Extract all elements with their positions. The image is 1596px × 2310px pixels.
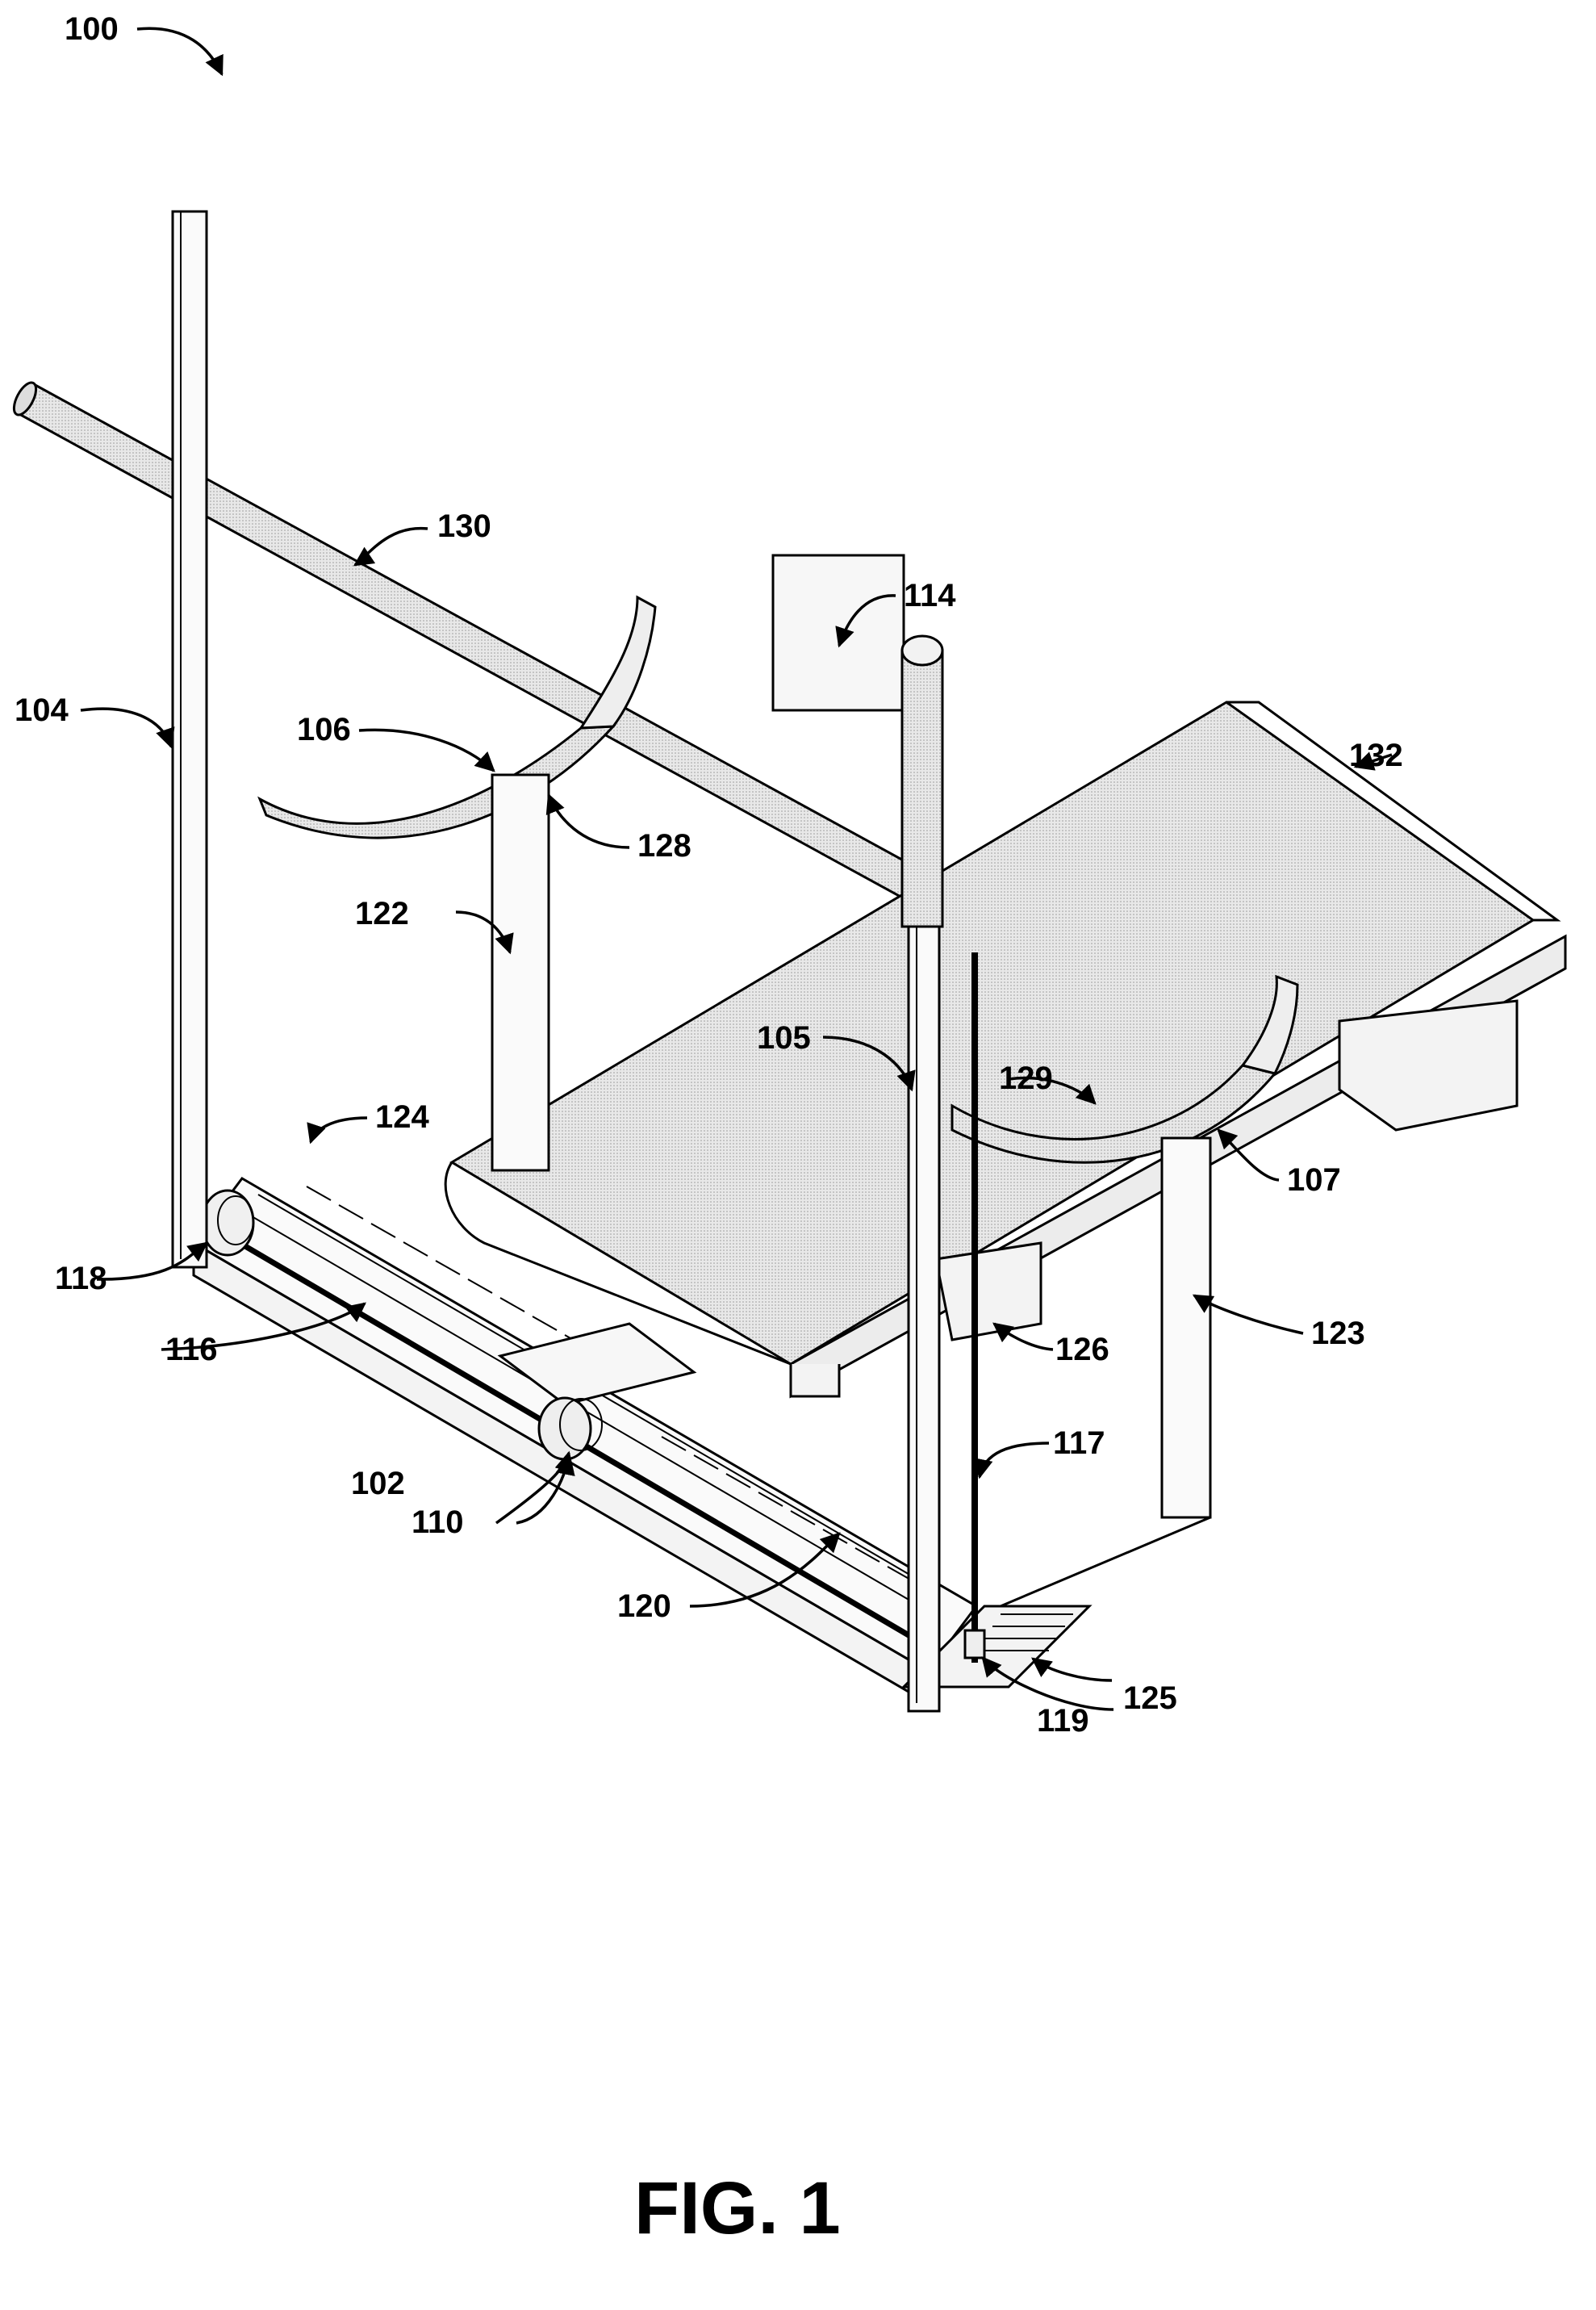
- column-104: [173, 211, 207, 1267]
- ref-label-132: 132: [1349, 739, 1403, 772]
- ref-label-105: 105: [757, 1022, 811, 1054]
- ref-label-124: 124: [375, 1101, 429, 1133]
- bench-132: [445, 702, 1565, 1396]
- ref-label-120: 120: [617, 1590, 671, 1622]
- ref-label-100: 100: [65, 13, 119, 45]
- ref-label-117: 117: [1053, 1427, 1105, 1459]
- ref-label-107: 107: [1287, 1164, 1341, 1196]
- ref-label-128: 128: [637, 830, 691, 862]
- figure-caption: FIG. 1: [634, 2171, 841, 2245]
- ref-label-110: 110: [412, 1506, 464, 1538]
- post-122: [492, 775, 549, 1170]
- column-105: [902, 636, 942, 1711]
- ref-label-129: 129: [999, 1062, 1053, 1094]
- ref-label-102: 102: [351, 1467, 405, 1500]
- ref-label-104: 104: [15, 694, 69, 726]
- ref-label-106: 106: [297, 714, 351, 746]
- ref-label-125: 125: [1123, 1682, 1177, 1714]
- ref-label-118: 118: [55, 1262, 107, 1295]
- anchor-119: [965, 1630, 984, 1658]
- backrest-panel-114: [773, 555, 904, 710]
- ref-label-126: 126: [1055, 1333, 1109, 1366]
- ref-label-122: 122: [355, 898, 409, 930]
- ref-label-130: 130: [437, 510, 491, 542]
- ref-label-116: 116: [165, 1333, 218, 1366]
- ref-label-114: 114: [904, 580, 956, 612]
- post-123: [1162, 1138, 1210, 1517]
- ref-label-119: 119: [1037, 1705, 1089, 1737]
- ref-label-123: 123: [1311, 1317, 1365, 1350]
